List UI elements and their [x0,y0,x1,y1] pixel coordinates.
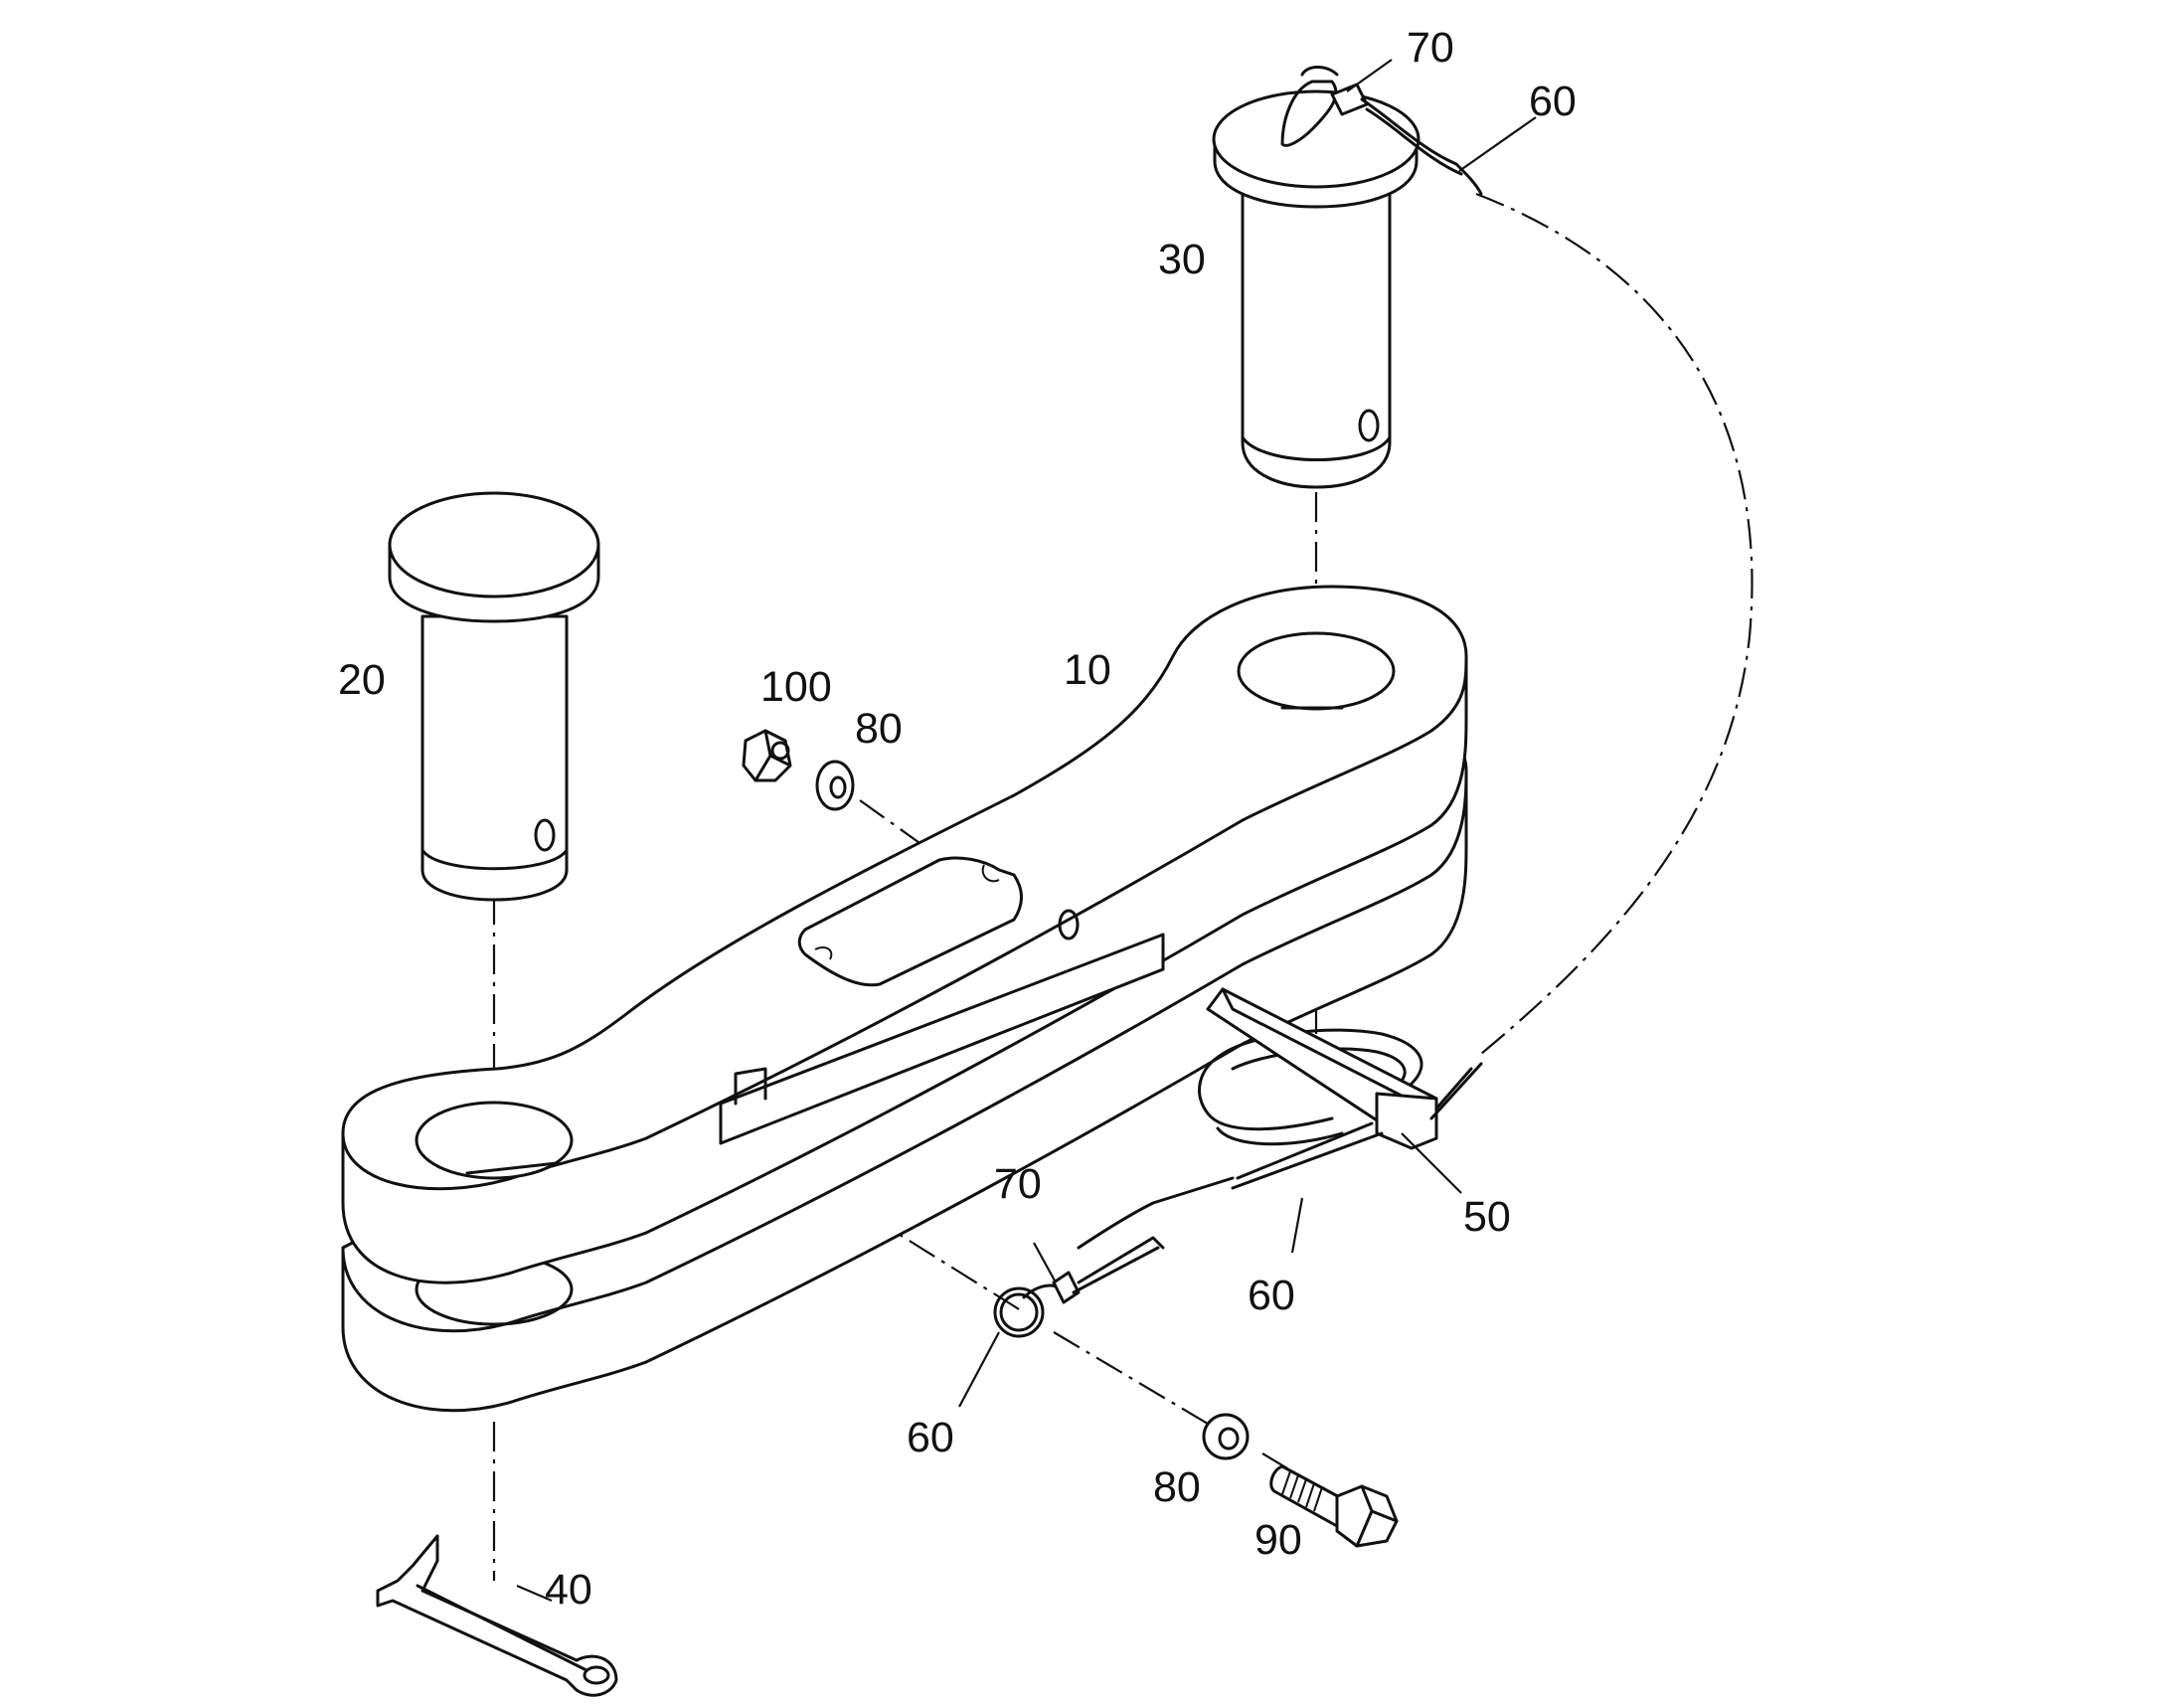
label-nut: 100 [760,663,832,711]
pin-left-shank [420,614,569,902]
label-pin-left: 20 [338,656,386,704]
pin-right-hole [1358,409,1380,442]
label-washer-lower: 80 [1153,1463,1201,1511]
washer-upper [815,760,855,811]
bolt-head [1335,1484,1399,1548]
lynch-pin-assembly [1077,987,1483,1250]
label-washer-upper: 80 [855,705,903,753]
cotter-pin-assembly [376,1534,618,1697]
bolt-washer-lower [1202,1413,1399,1548]
label-cable-top: 60 [1529,78,1577,125]
label-bolt: 90 [1254,1516,1302,1564]
label-ferrule-mid: 70 [994,1160,1042,1208]
cable-ring-assembly [993,1236,1165,1338]
label-cable-mid: 60 [1248,1272,1295,1319]
pin-left-hole [534,818,556,852]
label-cable-ring: 60 [907,1414,954,1461]
label-cotter-pin: 40 [545,1566,592,1614]
link-name-plate [797,856,1023,987]
pin-right-assembly [1212,66,1483,489]
label-pin-right: 30 [1158,236,1206,283]
washer-lower [1202,1413,1250,1460]
pin-left-assembly [388,491,600,902]
label-link: 10 [1064,646,1111,694]
link-assembly [341,585,1468,1413]
ferrule-mid [1052,1271,1081,1304]
nut-washer-upper [742,729,855,811]
link-upper-hole-left [415,1101,574,1180]
label-lynch-pin: 50 [1463,1193,1511,1241]
link-upper-hole-right [1237,631,1396,711]
cable-ring [993,1286,1045,1338]
link-spacer-block [719,933,1165,1145]
callout-labels: 10 20 30 70 60 100 80 50 70 60 60 80 90 … [338,24,1577,1614]
leader-lines [516,59,1537,1603]
pin-right-shank [1241,182,1392,489]
cotter-pin [376,1534,618,1697]
label-ferrule-top: 70 [1407,24,1454,72]
